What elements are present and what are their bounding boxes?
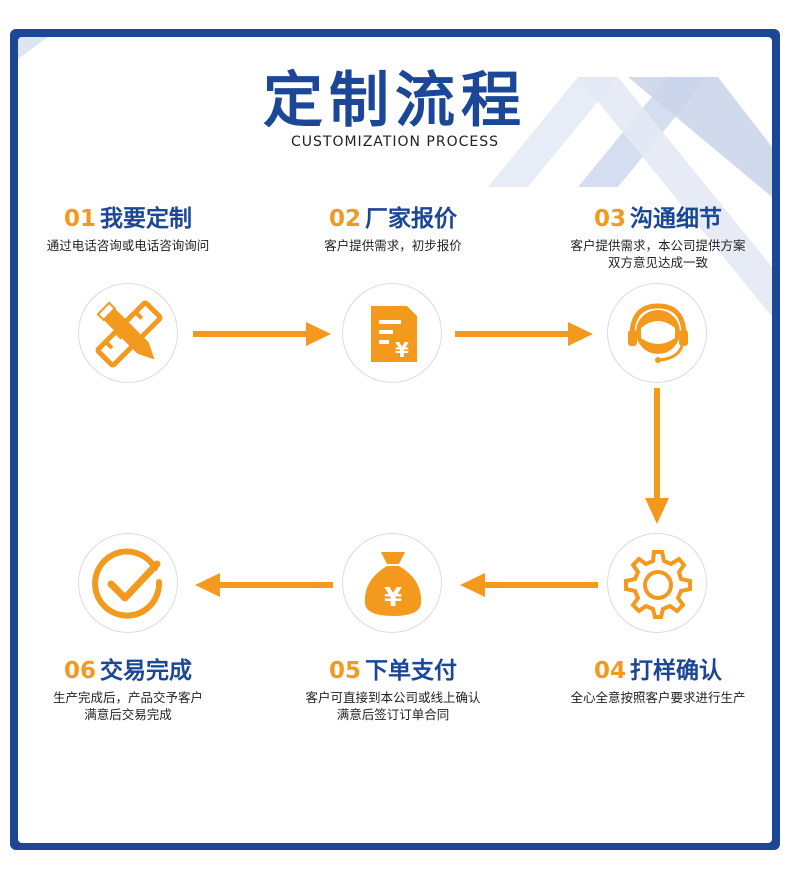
money-bag-icon: ¥: [364, 552, 422, 616]
step-6-desc: 生产完成后，产品交予客户 满意后交易完成: [52, 690, 203, 722]
step-2-title: 厂家报价: [365, 206, 457, 232]
content-panel: [18, 37, 772, 843]
step-3-desc: 客户提供需求，本公司提供方案 双方意见达成一致: [570, 238, 746, 270]
step-1-number: 01: [63, 206, 96, 232]
headset-agent-icon: [628, 303, 688, 363]
step-3-title: 沟通细节: [630, 206, 722, 232]
step-6-number: 06: [63, 658, 96, 684]
arrow-left-2: [193, 571, 333, 603]
step-6-icon-circle: [78, 533, 178, 633]
arrow-down: [643, 388, 671, 532]
pencil-ruler-icon: [95, 300, 163, 368]
step-2-desc: 客户提供需求，初步报价: [324, 238, 462, 253]
step-2-icon-circle: ¥: [342, 283, 442, 383]
step-2-number: 02: [328, 206, 361, 232]
step-5-icon-circle: ¥: [342, 533, 442, 633]
step-4-number: 04: [593, 658, 626, 684]
step-5-title: 下单支付: [365, 658, 457, 684]
step-4-desc: 全心全意按照客户要求进行生产: [570, 690, 746, 705]
price-document-icon: ¥: [371, 306, 417, 362]
step-4-title: 打样确认: [630, 658, 722, 684]
gear-icon: [624, 550, 692, 619]
page-title: 定制流程: [263, 66, 527, 136]
check-circle-icon: [92, 548, 163, 619]
step-1-desc: 通过电话咨询或电话咨询询问: [46, 238, 210, 253]
step-5-number: 05: [328, 658, 361, 684]
decorative-stripes: [18, 37, 772, 317]
svg-text:¥: ¥: [395, 338, 409, 362]
step-1-icon-circle: [78, 283, 178, 383]
step-1-title: 我要定制: [100, 206, 192, 232]
arrow-right-2: [455, 320, 595, 352]
step-6-title: 交易完成: [100, 658, 192, 684]
step-3-number: 03: [593, 206, 626, 232]
step-3-icon-circle: [607, 283, 707, 383]
step-4-icon-circle: [607, 533, 707, 633]
step-5-desc: 客户可直接到本公司或线上确认 满意后签订订单合同: [305, 690, 481, 722]
page-subtitle: CUSTOMIZATION PROCESS: [291, 134, 499, 150]
arrow-left-1: [458, 571, 598, 603]
arrow-right-1: [193, 320, 333, 352]
svg-text:¥: ¥: [384, 583, 402, 613]
